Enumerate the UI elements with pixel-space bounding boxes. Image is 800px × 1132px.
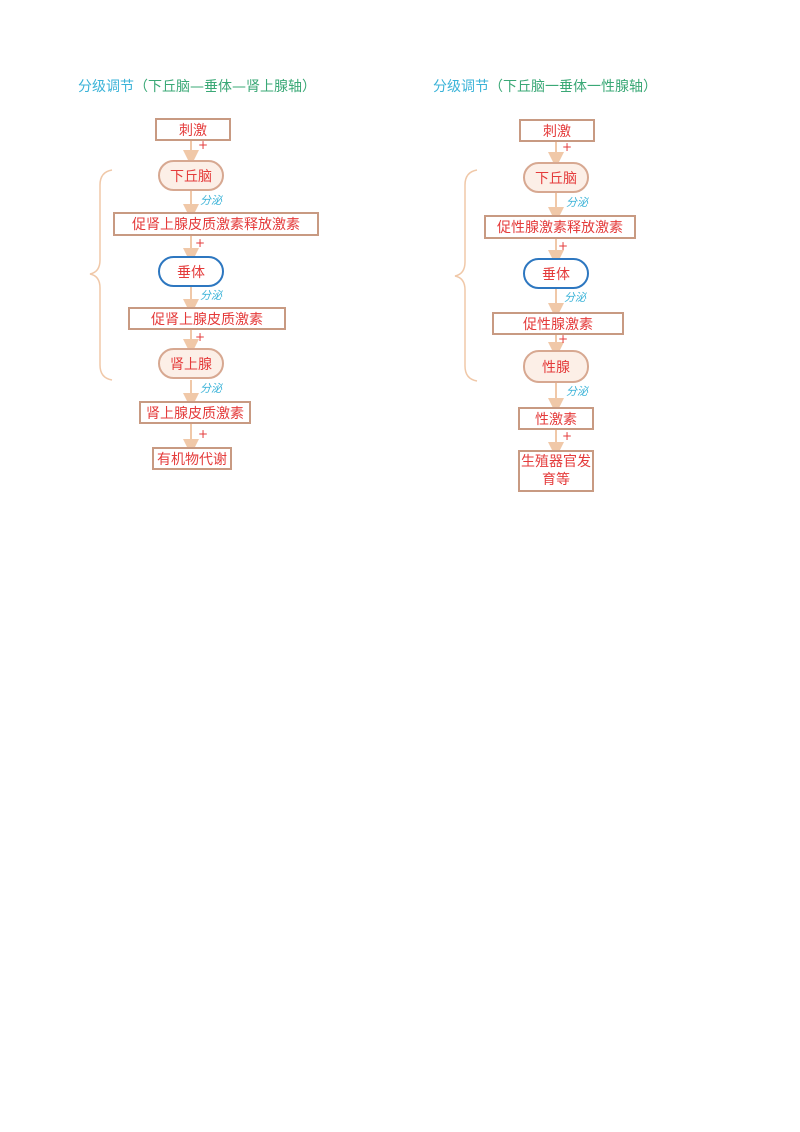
left-node-cortisol: 肾上腺皮质激素 [139,401,251,424]
left-plus-3: + [195,330,206,344]
right-plus-4: + [562,429,573,443]
right-node-stimulus: 刺激 [519,119,595,142]
right-secrete-2: 分泌 [564,291,586,304]
left-brace [89,169,113,381]
right-node-hypothalamus: 下丘脑 [523,162,589,193]
left-node-stimulus: 刺激 [155,118,231,141]
right-effect-line-1: 生殖器官发 [521,454,591,470]
left-node-acth: 促肾上腺皮质激素 [128,307,286,330]
right-node-gth: 促性腺激素 [492,312,624,335]
right-plus-2: + [558,239,569,253]
right-effect-line-2: 育等 [542,472,570,488]
right-title-prefix: 分级调节 [433,79,489,95]
right-node-gonad: 性腺 [523,350,589,383]
left-node-crh: 促肾上腺皮质激素释放激素 [113,212,319,236]
left-node-hypothalamus: 下丘脑 [158,160,224,191]
left-plus-1: + [198,138,209,152]
right-brace [454,169,478,382]
left-secrete-2: 分泌 [200,289,222,302]
left-plus-2: + [195,236,206,250]
right-node-pituitary: 垂体 [523,258,589,289]
right-plus-3: + [558,332,569,346]
left-title-prefix: 分级调节 [78,79,134,95]
right-node-effect: 生殖器官发 育等 [518,450,594,492]
right-secrete-3: 分泌 [566,385,588,398]
right-title-axis: （下丘脑一垂体一性腺轴） [489,79,657,95]
left-node-pituitary: 垂体 [158,256,224,287]
right-node-sex-hormone: 性激素 [518,407,594,430]
left-plus-4: + [198,427,209,441]
left-title: 分级调节（下丘脑—垂体—肾上腺轴） [78,76,316,96]
left-node-effect: 有机物代谢 [152,447,232,470]
left-title-axis: （下丘脑—垂体—肾上腺轴） [134,79,316,95]
left-secrete-3: 分泌 [200,382,222,395]
right-title: 分级调节（下丘脑一垂体一性腺轴） [433,76,657,96]
right-plus-1: + [562,140,573,154]
left-node-adrenal: 肾上腺 [158,348,224,379]
left-secrete-1: 分泌 [200,194,222,207]
right-secrete-1: 分泌 [566,196,588,209]
right-node-gnrh: 促性腺激素释放激素 [484,215,636,239]
